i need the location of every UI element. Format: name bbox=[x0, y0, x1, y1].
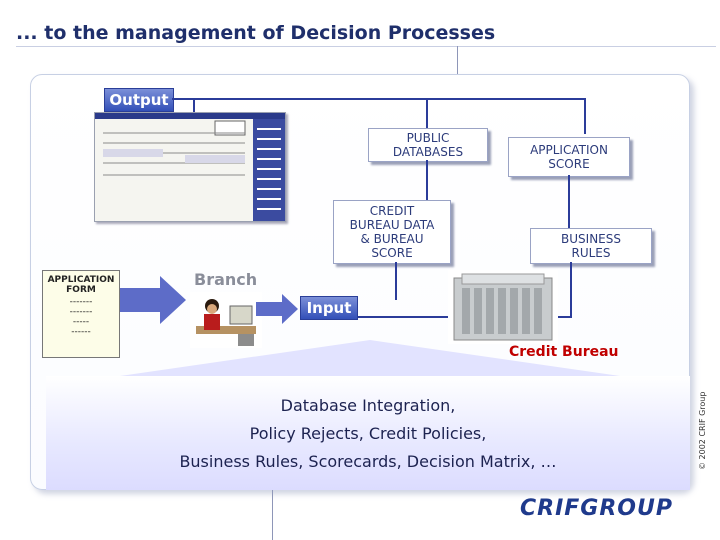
application-form-title: APPLICATION FORM bbox=[47, 275, 115, 295]
application-form-lines: ------- ------- ----- ------ bbox=[69, 297, 93, 337]
output-connector bbox=[172, 98, 586, 134]
big-up-arrow bbox=[120, 340, 620, 380]
output-connector-public bbox=[426, 98, 428, 128]
page-title: ... to the management of Decision Proces… bbox=[16, 22, 496, 44]
business-rules-box: BUSINESS RULES bbox=[530, 228, 652, 264]
bottom-line-2: Policy Rejects, Credit Policies, bbox=[249, 424, 487, 443]
input-label: Input bbox=[300, 296, 358, 320]
application-score-box: APPLICATION SCORE bbox=[508, 137, 630, 177]
top-vertical-line bbox=[457, 46, 458, 92]
public-databases-box: PUBLIC DATABASES bbox=[368, 128, 488, 162]
bottom-line-3: Business Rules, Scorecards, Decision Mat… bbox=[179, 452, 557, 471]
crif-group-logo: CRIFGROUP bbox=[520, 496, 673, 521]
branch-to-input-arrow bbox=[256, 294, 298, 324]
credit-bureau-label: Credit Bureau bbox=[509, 344, 619, 360]
bottom-text-band: Database Integration, Policy Rejects, Cr… bbox=[46, 376, 690, 490]
application-form: APPLICATION FORM ------- ------- ----- -… bbox=[42, 270, 120, 358]
output-label: Output bbox=[104, 88, 174, 112]
form-to-branch-arrow bbox=[120, 276, 186, 324]
bottom-vertical-line bbox=[272, 490, 273, 540]
credit-bureau-data-box: CREDIT BUREAU DATA & BUREAU SCORE bbox=[333, 200, 451, 264]
software-screenshot-graphic bbox=[95, 113, 285, 221]
rules-up-connector bbox=[570, 262, 572, 298]
branch-label: Branch bbox=[194, 270, 258, 289]
branch-clerk-illustration bbox=[190, 292, 262, 348]
copyright-text: © 2002 CRIF Group bbox=[698, 391, 707, 470]
bottom-line-1: Database Integration, bbox=[280, 396, 456, 415]
credit-to-input-connector bbox=[395, 262, 397, 300]
score-to-rules-connector bbox=[568, 175, 570, 228]
software-screenshot bbox=[94, 112, 286, 222]
title-divider bbox=[16, 46, 716, 47]
output-connector-mid bbox=[193, 98, 195, 112]
server-rack-illustration bbox=[448, 270, 558, 344]
public-to-credit-connector bbox=[426, 160, 428, 200]
